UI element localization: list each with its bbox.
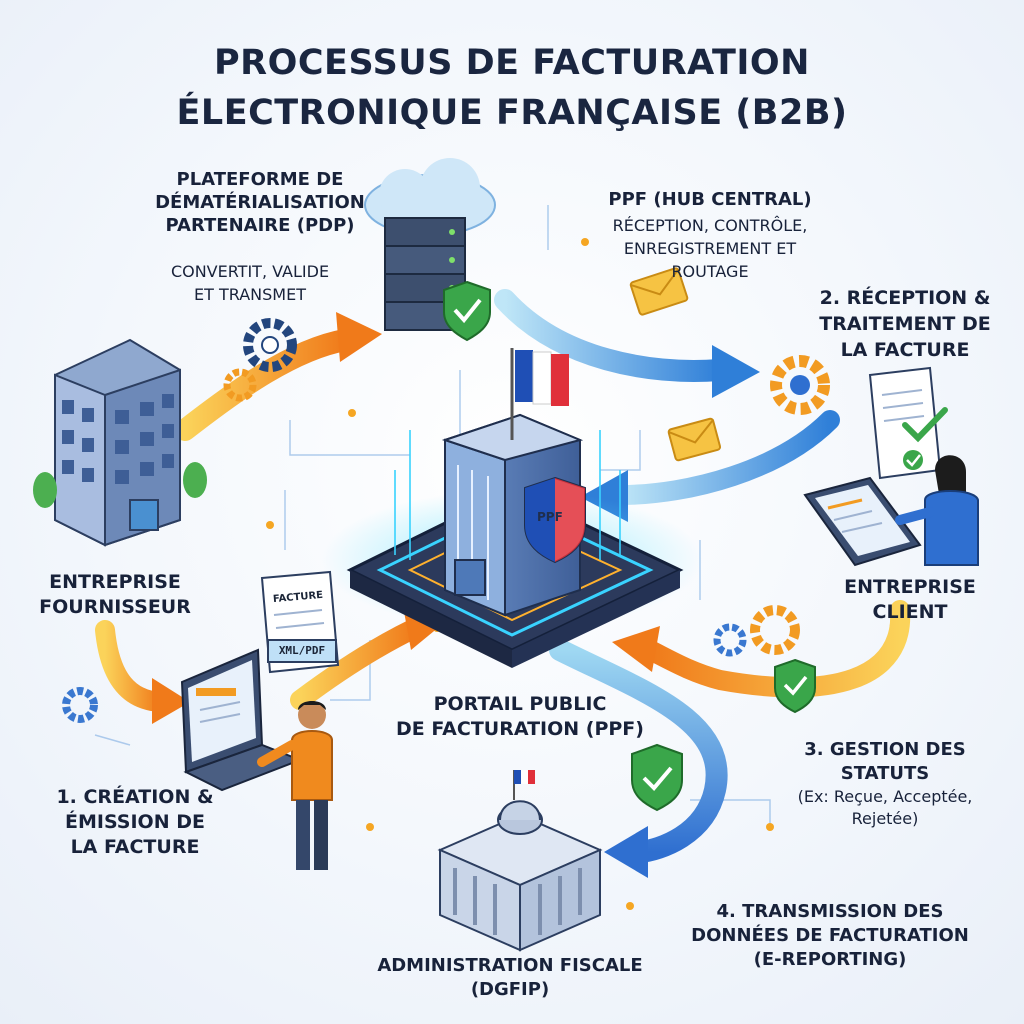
step-2-line-1: 2. RÉCEPTION & xyxy=(819,287,991,309)
shield-check-icon-dgfip xyxy=(631,743,683,812)
step-3-line-4: Rejetée) xyxy=(851,809,919,828)
step-3-line-2: STATUTS xyxy=(840,763,930,784)
step-2-line-3: LA FACTURE xyxy=(840,339,970,361)
pdp-name-3: PARTENAIRE (PDP) xyxy=(165,215,355,236)
pdp-name-1: PLATEFORME DE xyxy=(176,169,344,190)
shield-check-icon-pdp xyxy=(443,280,491,342)
client-document-icon xyxy=(868,366,948,480)
gear-icon-supplier xyxy=(243,318,297,372)
pdp-description: CONVERTIT, VALIDE ET TRANSMET xyxy=(120,260,380,306)
data-streams xyxy=(394,430,621,560)
ppf-hub-name: PPF (HUB CENTRAL) xyxy=(608,189,812,210)
invoice-format: XML/PDF xyxy=(278,644,326,657)
ppf-tower-icon xyxy=(441,348,584,617)
title-line-2: ÉLECTRONIQUE FRANÇAISE (B2B) xyxy=(176,93,848,133)
portal-line-1: PORTAIL PUBLIC xyxy=(433,693,607,715)
step-3-line-1: 3. GESTION DES xyxy=(804,739,966,760)
step-3-label: 3. GESTION DES STATUTS xyxy=(770,738,1000,786)
pdp-desc-1: CONVERTIT, VALIDE xyxy=(170,262,330,281)
pdp-desc-2: ET TRANSMET xyxy=(194,285,306,304)
envelope-icon-2 xyxy=(667,417,722,462)
envelope-icon xyxy=(629,267,689,316)
ppf-shield-icon xyxy=(524,476,586,564)
client-line-2: CLIENT xyxy=(872,601,948,623)
person-supplier-icon xyxy=(257,701,333,870)
person-client-icon xyxy=(895,455,979,566)
supplier-line-2: FOURNISSEUR xyxy=(39,596,191,618)
step-4-line-1: 4. TRANSMISSION DES xyxy=(716,901,944,922)
tablet-icon xyxy=(803,476,922,567)
portal-line-2: DE FACTURATION (PPF) xyxy=(396,718,644,740)
step-1-line-2: ÉMISSION DE xyxy=(65,811,205,833)
gear-icon-supplier-small xyxy=(223,368,257,402)
dgfip-label: ADMINISTRATION FISCALE (DGFIP) xyxy=(340,954,680,1002)
client-label: ENTREPRISE CLIENT xyxy=(820,575,1000,625)
step-4-line-2: DONNÉES DE FACTURATION xyxy=(691,925,969,946)
ppf-hub-desc-1: RÉCEPTION, CONTRÔLE, xyxy=(612,216,808,235)
ppf-hub-desc-2: ENREGISTREMENT ET xyxy=(623,239,797,258)
supplier-building-icon xyxy=(33,338,207,547)
step-1-label: 1. CRÉATION & ÉMISSION DE LA FACTURE xyxy=(40,785,230,860)
gear-icon-status-2 xyxy=(713,623,747,657)
client-line-1: ENTREPRISE xyxy=(844,576,976,598)
gear-icon-status xyxy=(750,605,800,655)
gear-icon-left xyxy=(62,687,98,723)
step-2-label: 2. RÉCEPTION & TRAITEMENT DE LA FACTURE xyxy=(800,285,1010,363)
shield-check-icon-status xyxy=(774,658,816,714)
pdp-label: PLATEFORME DE DÉMATÉRIALISATION PARTENAI… xyxy=(130,168,390,237)
portal-label: PORTAIL PUBLIC DE FACTURATION (PPF) xyxy=(360,692,680,742)
gear-icon-client xyxy=(770,355,830,415)
supplier-line-1: ENTREPRISE xyxy=(49,571,181,593)
ppf-hub-description: RÉCEPTION, CONTRÔLE, ENREGISTREMENT ET R… xyxy=(560,214,860,283)
step-3-examples: (Ex: Reçue, Acceptée, Rejetée) xyxy=(770,786,1000,830)
flow-arrows xyxy=(95,289,911,878)
invoice-document-icon xyxy=(260,570,340,674)
ppf-badge: PPF xyxy=(537,510,563,524)
step-1-line-3: LA FACTURE xyxy=(70,836,200,858)
step-4-label: 4. TRANSMISSION DES DONNÉES DE FACTURATI… xyxy=(660,900,1000,972)
step-2-line-2: TRAITEMENT DE xyxy=(819,313,991,335)
ppf-hub-label: PPF (HUB CENTRAL) xyxy=(560,188,860,212)
main-title: PROCESSUS DE FACTURATION ÉLECTRONIQUE FR… xyxy=(0,38,1024,138)
step-1-line-1: 1. CRÉATION & xyxy=(56,786,214,808)
dgfip-line-2: (DGFIP) xyxy=(470,979,550,1000)
dgfip-building-icon xyxy=(437,770,603,952)
pdp-name-2: DÉMATÉRIALISATION xyxy=(155,192,365,213)
french-flag-icon xyxy=(515,350,569,406)
dgfip-line-1: ADMINISTRATION FISCALE xyxy=(377,955,643,976)
ppf-hub-desc-3: ROUTAGE xyxy=(671,262,749,281)
step-4-line-3: (E-REPORTING) xyxy=(753,949,907,970)
title-line-1: PROCESSUS DE FACTURATION xyxy=(214,43,810,83)
step-3-line-3: (Ex: Reçue, Acceptée, xyxy=(797,787,973,806)
supplier-label: ENTREPRISE FOURNISSEUR xyxy=(30,570,200,620)
